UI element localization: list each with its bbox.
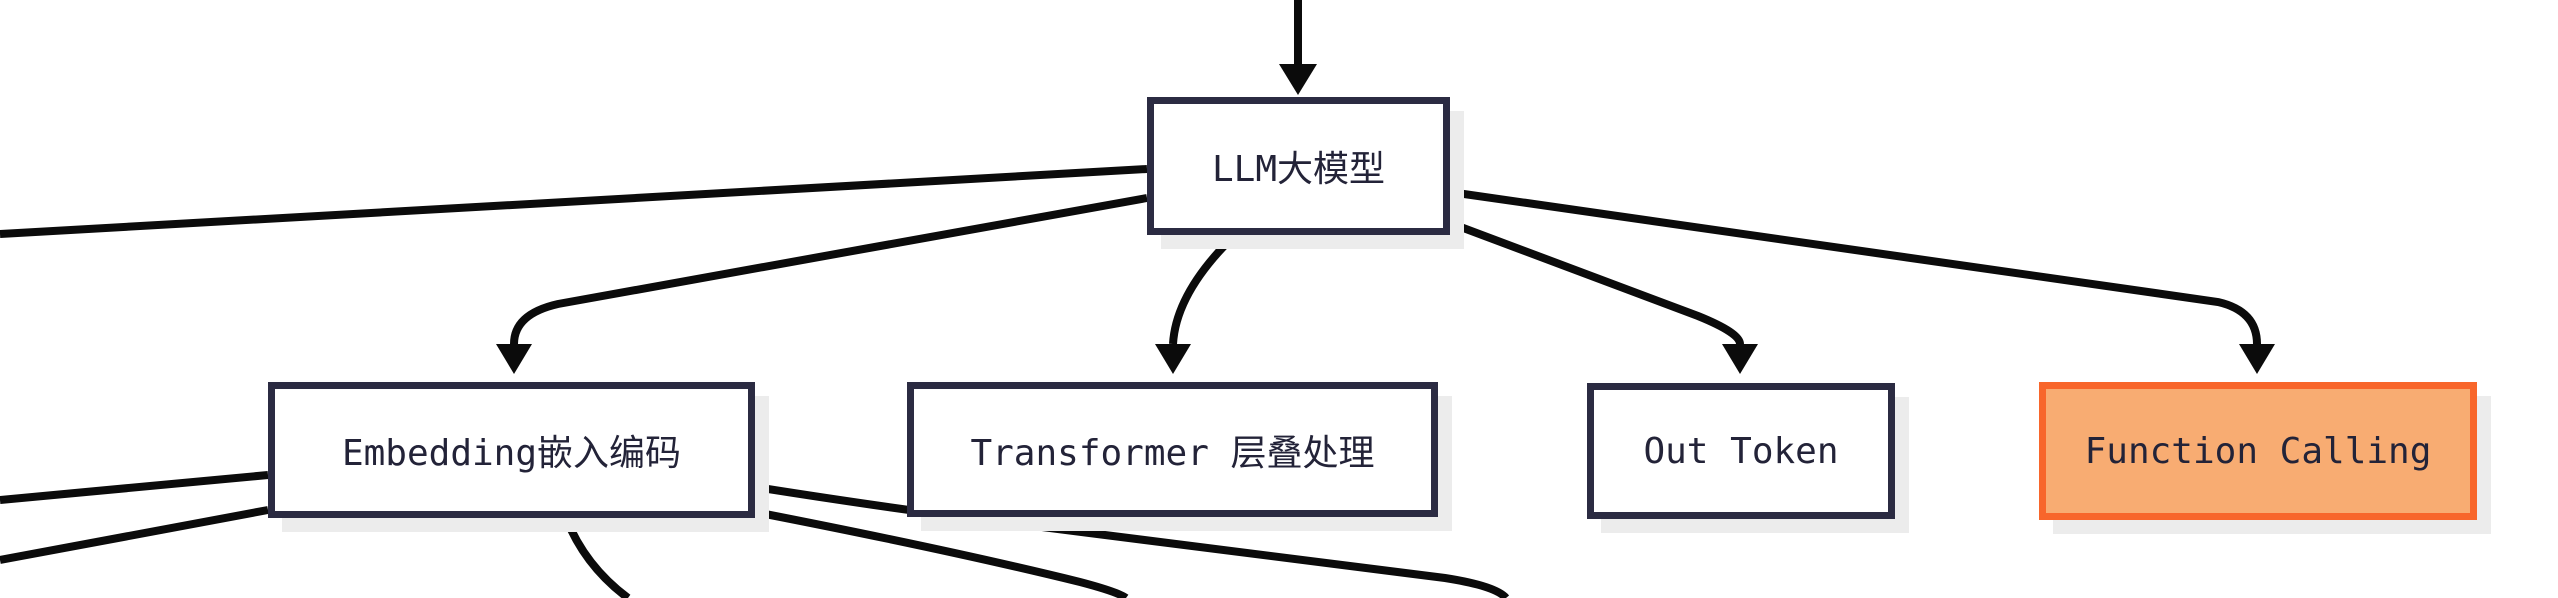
edge-top-to-llm xyxy=(1279,0,1317,95)
node-llm-label: LLM大模型 xyxy=(1211,149,1386,190)
edge-embedding-to-offscreen-bottom-right-far xyxy=(754,483,1510,598)
edge-llm-to-offscreen-left xyxy=(0,165,1148,238)
node-out-token[interactable]: Out Token xyxy=(1587,383,1895,519)
node-function-calling-label: Function Calling xyxy=(2084,430,2432,472)
node-transformer[interactable]: Transformer 层叠处理 xyxy=(907,382,1438,517)
edge-llm-to-embedding xyxy=(496,194,1148,374)
node-embedding[interactable]: Embedding嵌入编码 xyxy=(268,382,755,518)
edge-embedding-to-offscreen-left-lower xyxy=(0,506,269,564)
edge-embedding-to-offscreen-bottom-right-near xyxy=(754,508,1129,598)
edge-embedding-to-offscreen-bottom-center xyxy=(562,516,631,598)
node-llm[interactable]: LLM大模型 xyxy=(1147,97,1450,235)
edge-embedding-to-offscreen-left-upper xyxy=(0,471,269,504)
node-function-calling[interactable]: Function Calling xyxy=(2039,382,2477,520)
edge-llm-to-function-calling xyxy=(1449,188,2275,374)
node-embedding-label: Embedding嵌入编码 xyxy=(341,433,682,474)
edge-llm-to-transformer xyxy=(1155,232,1238,374)
node-transformer-label: Transformer 层叠处理 xyxy=(970,432,1375,474)
edge-llm-to-out-token xyxy=(1448,219,1758,374)
node-out-token-label: Out Token xyxy=(1643,430,1839,472)
